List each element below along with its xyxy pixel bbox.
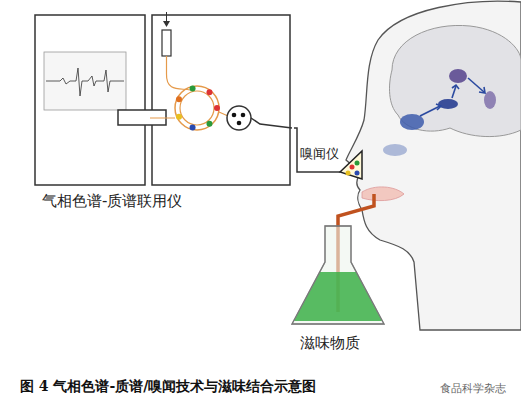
node-outline: [30, 12, 294, 217]
node-label: 嗅闻仪: [300, 145, 339, 163]
brain-region: [438, 99, 458, 109]
taste-flask: 滋味物质: [288, 222, 388, 362]
nasal-cavity: [383, 144, 407, 156]
figure-caption: 图 4 气相色谱-质谱/嗅闻技术与滋味结合示意图: [20, 378, 316, 396]
node-label: 气相色谱-质谱联用仪: [42, 192, 182, 211]
brain: [390, 25, 521, 136]
node-label: 滋味物质: [300, 334, 360, 353]
signal-arrows: [420, 78, 485, 116]
watermark: 食品科学杂志: [440, 381, 506, 396]
tongue: [362, 187, 404, 201]
gcms-instrument: 气相色谱-质谱联用仪: [30, 12, 294, 217]
head-outline: [346, 1, 521, 330]
brain-region: [449, 69, 467, 83]
sniff-port: 嗅闻仪: [300, 143, 364, 183]
transfer-line: [294, 128, 300, 172]
